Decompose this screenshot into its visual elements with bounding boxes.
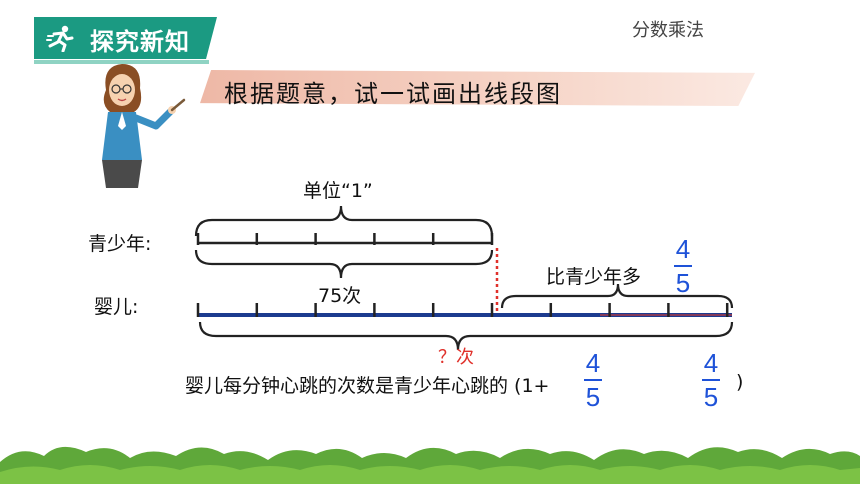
fraction-bar	[702, 379, 720, 381]
runner-icon	[46, 25, 74, 52]
task-banner-text: 根据题意，试一试画出线段图	[224, 80, 562, 108]
section-tab-stripe	[34, 60, 209, 64]
unknown-label: ？次	[438, 347, 474, 368]
section-tab: 探究新知	[34, 17, 217, 59]
baby-segment-line	[196, 303, 732, 317]
teen-label: 青少年:	[88, 233, 152, 255]
baby-total-brace	[198, 321, 734, 351]
grass-bushes	[0, 446, 860, 484]
conclusion-fraction-b-denominator: 5	[703, 382, 719, 412]
unit-brace	[194, 205, 494, 237]
more-fraction-denominator: 5	[675, 268, 691, 298]
section-title: 探究新知	[90, 28, 190, 56]
fraction-bar	[584, 379, 602, 381]
conclusion-text: 婴儿每分钟心跳的次数是青少年心跳的 (1+	[185, 375, 550, 397]
more-label: 比青少年多	[546, 266, 642, 288]
more-brace	[500, 283, 734, 309]
baby-label: 婴儿:	[94, 296, 139, 318]
unit-label: 单位“1”	[303, 180, 373, 202]
teen-segment-line	[196, 233, 494, 245]
teacher-illustration	[102, 64, 186, 188]
more-fraction-numerator: 4	[675, 234, 691, 264]
task-banner	[200, 70, 755, 106]
more-fraction: 4 5	[674, 236, 692, 296]
teen-value-label: 75次	[318, 285, 362, 307]
conclusion-fraction-a: 4 5	[584, 350, 602, 410]
fraction-bar	[674, 265, 692, 267]
line-segment-diagram	[194, 205, 734, 351]
teen-value-brace	[194, 249, 494, 279]
conclusion-fraction-a-numerator: 4	[585, 348, 601, 378]
conclusion-fraction-b-numerator: 4	[703, 348, 719, 378]
chapter-title: 分数乘法	[632, 20, 704, 41]
conclusion-fraction-b: 4 5	[702, 350, 720, 410]
conclusion-fraction-a-denominator: 5	[585, 382, 601, 412]
conclusion-close-paren: )	[736, 371, 744, 393]
